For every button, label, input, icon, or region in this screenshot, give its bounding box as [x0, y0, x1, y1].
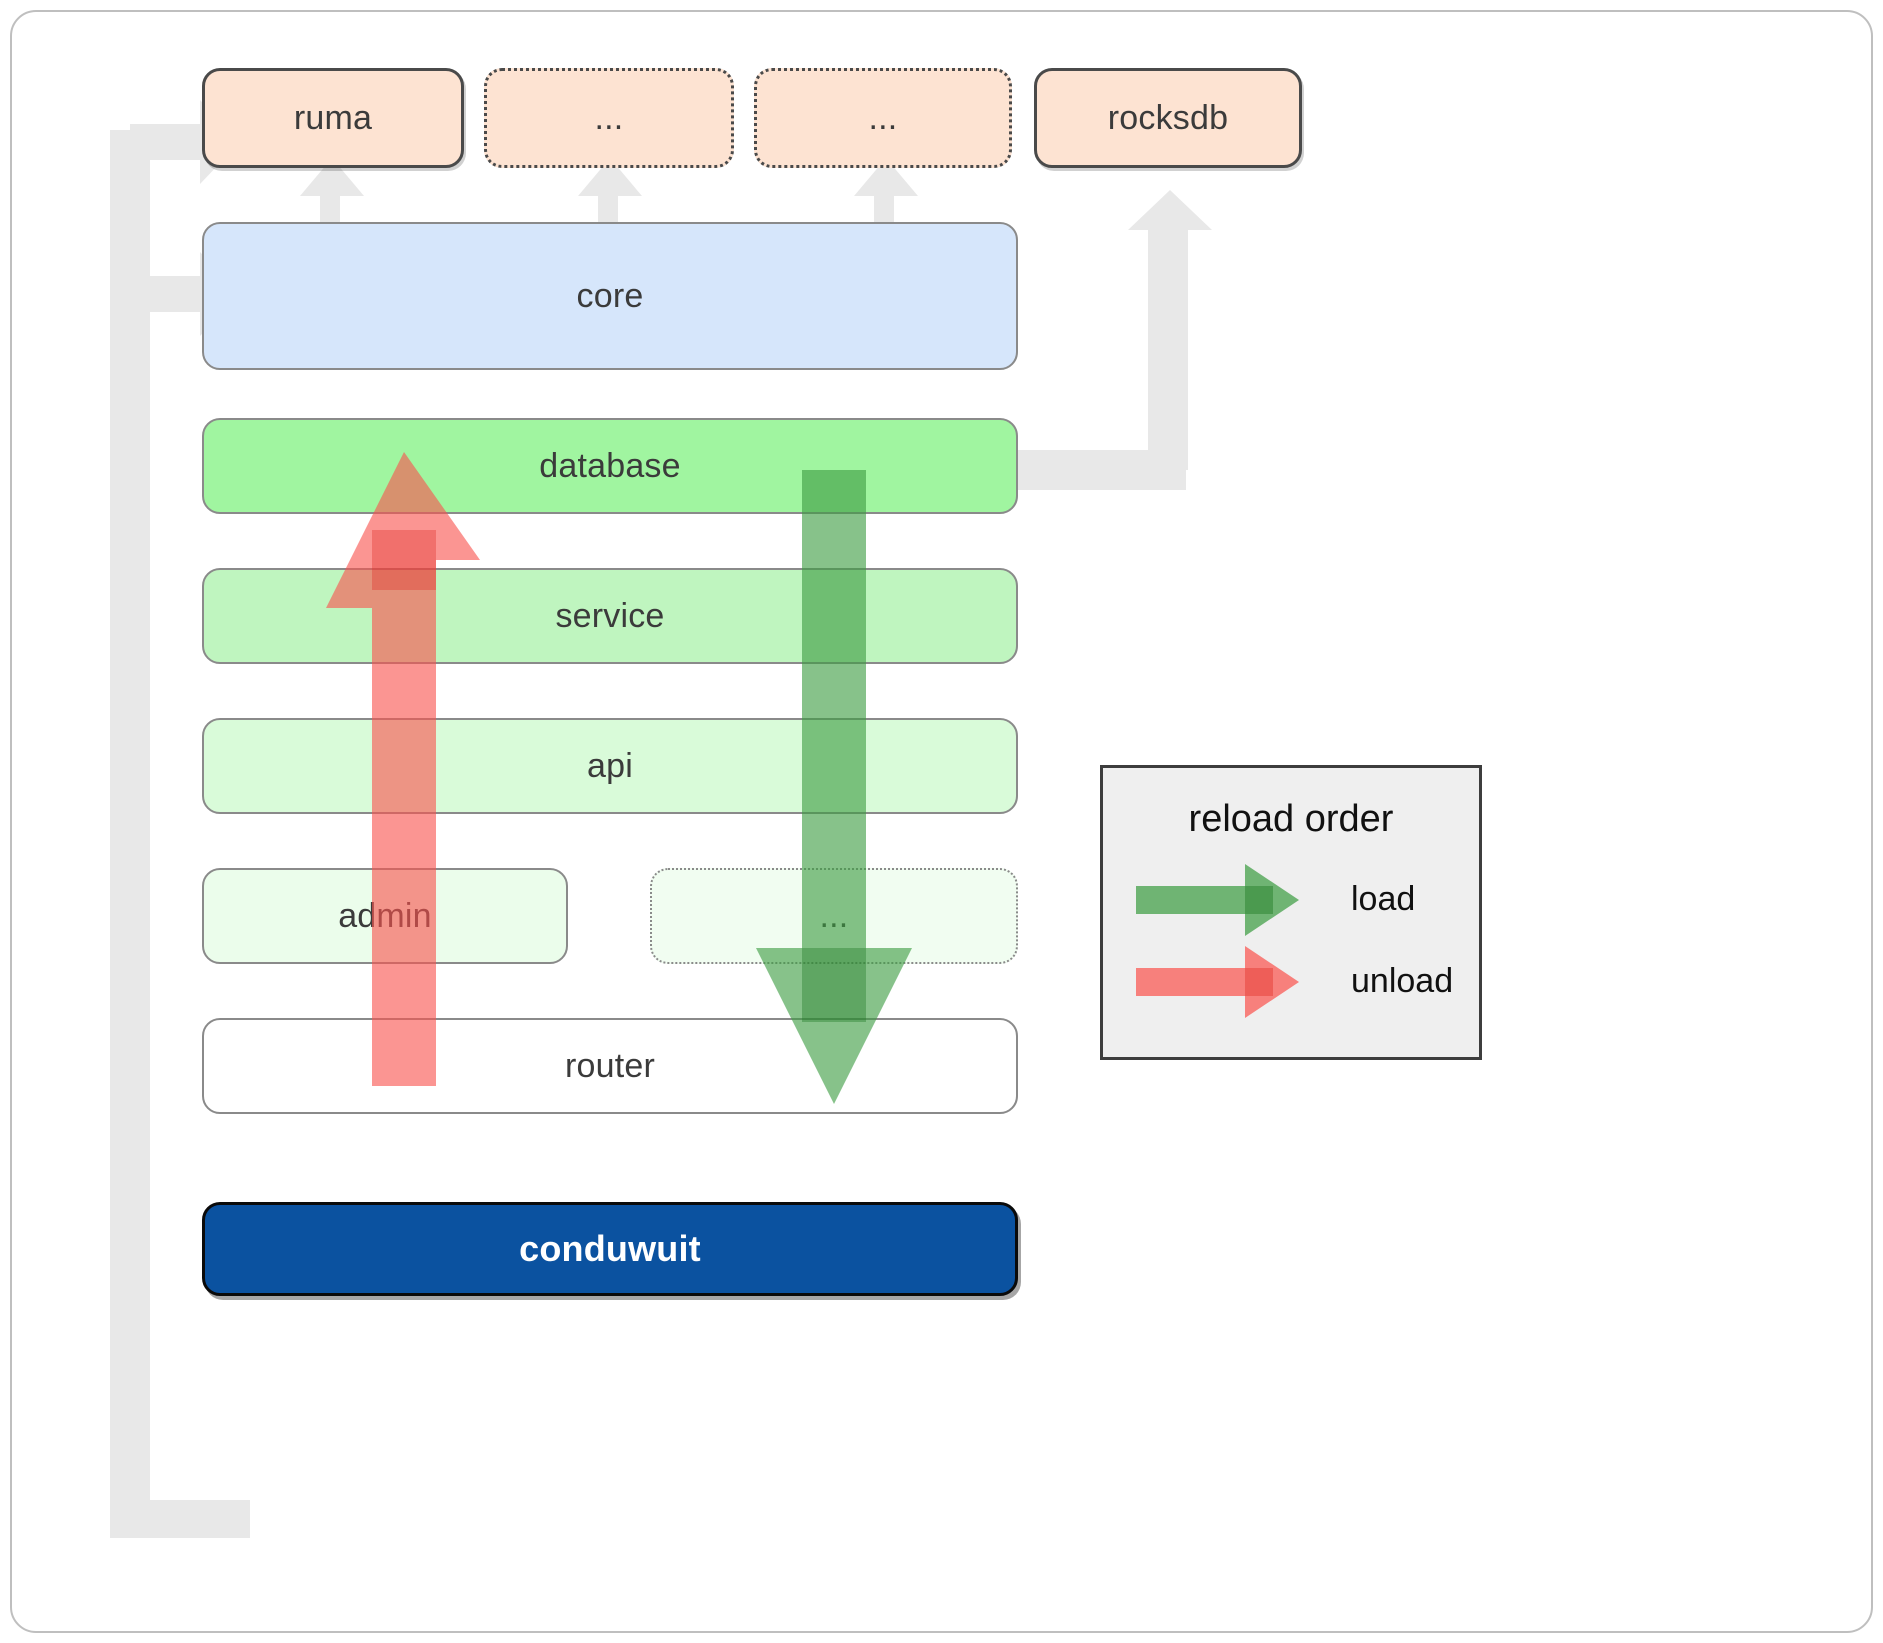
root-box-conduwuit[interactable]: conduwuit [202, 1202, 1018, 1296]
legend-label-unload: unload [1351, 962, 1454, 1000]
root-label: conduwuit [519, 1228, 701, 1269]
legend-unload-arrow [1136, 946, 1299, 1018]
layer-label: service [555, 596, 665, 635]
layer-box-core[interactable]: core [202, 222, 1018, 370]
layer-label: admin [338, 896, 432, 935]
dependency-label: ... [868, 98, 898, 137]
layer-box-database[interactable]: database [202, 418, 1018, 514]
layer-label: router [564, 1046, 656, 1085]
legend-title: reload order [1188, 798, 1394, 840]
dependency-label: ruma [293, 98, 373, 137]
layer-box-ellipsis[interactable]: ... [650, 868, 1018, 964]
dependency-box-ellipsis-1[interactable]: ... [484, 68, 734, 168]
layer-label: database [539, 446, 681, 485]
dependency-box-ellipsis-2[interactable]: ... [754, 68, 1012, 168]
layer-box-admin[interactable]: admin [202, 868, 568, 964]
layer-box-router[interactable]: router [202, 1018, 1018, 1114]
legend-arrows [1136, 864, 1299, 1018]
legend-panel: reload order load unload [1100, 765, 1482, 1060]
layer-label: core [576, 276, 644, 315]
layer-label: ... [819, 896, 849, 935]
legend-load-arrow [1136, 864, 1299, 936]
dependency-label: rocksdb [1107, 98, 1229, 137]
dependency-box-ruma[interactable]: ruma [202, 68, 464, 168]
layer-box-api[interactable]: api [202, 718, 1018, 814]
legend-label-load: load [1351, 880, 1416, 918]
dependency-label: ... [594, 98, 624, 137]
layer-box-service[interactable]: service [202, 568, 1018, 664]
dependency-box-rocksdb[interactable]: rocksdb [1034, 68, 1302, 168]
layer-label: api [587, 746, 633, 785]
